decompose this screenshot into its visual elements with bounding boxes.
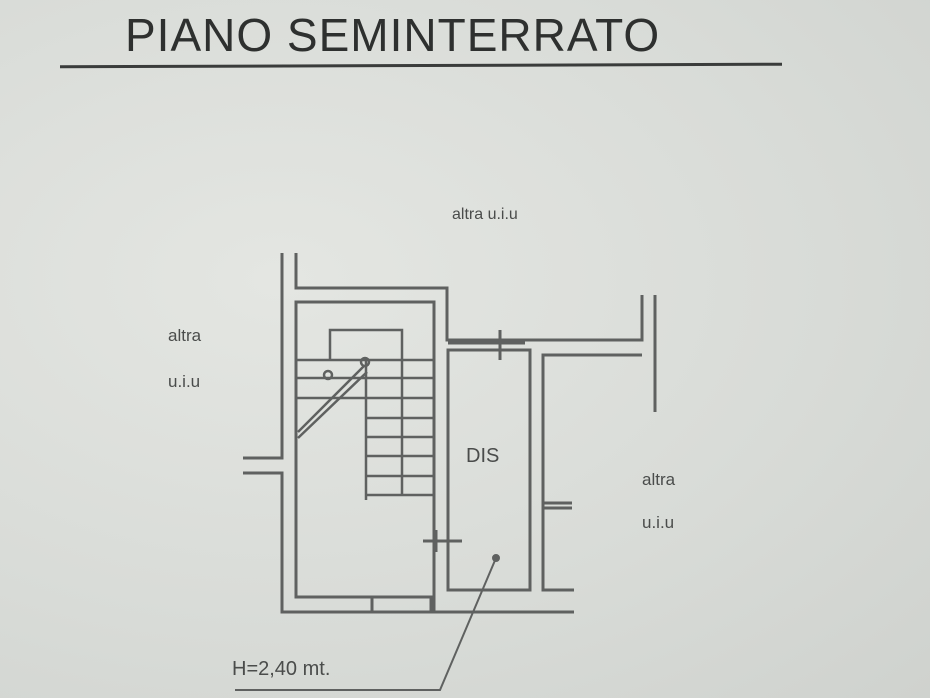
door-marks	[423, 330, 502, 552]
label-height-note: H=2,40 mt.	[232, 658, 331, 680]
label-room-dis: DIS	[466, 445, 500, 467]
label-left-neighbor-2: u.i.u	[168, 372, 201, 391]
leader-line	[235, 554, 500, 691]
label-top-neighbor: altra u.i.u	[452, 206, 518, 223]
walls	[243, 253, 657, 614]
plan-title: PIANO SEMINTERRATO	[125, 9, 661, 61]
label-left-neighbor-1: altra	[168, 326, 202, 345]
label-right-neighbor-1: altra	[642, 470, 676, 489]
label-right-neighbor-2: u.i.u	[642, 513, 675, 532]
staircase	[296, 328, 434, 500]
